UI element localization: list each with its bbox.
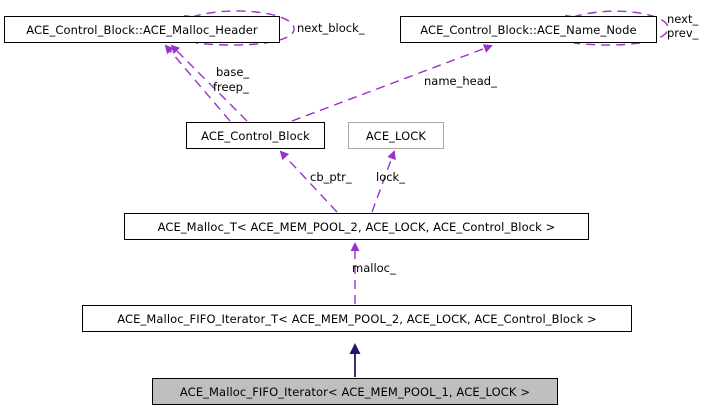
node-label: ACE_Control_Block::ACE_Malloc_Header xyxy=(26,22,258,37)
edge-label-prev: prev_ xyxy=(667,26,699,40)
edge-label-freep: freep_ xyxy=(213,80,249,94)
edge-malloc-header-self-loop xyxy=(183,10,295,46)
node-ace-name-node[interactable]: ACE_Control_Block::ACE_Name_Node xyxy=(400,16,657,43)
node-label: ACE_Control_Block::ACE_Name_Node xyxy=(420,22,637,37)
node-ace-malloc-header[interactable]: ACE_Control_Block::ACE_Malloc_Header xyxy=(4,16,280,43)
edge-base xyxy=(164,44,231,122)
node-label: ACE_Malloc_T< ACE_MEM_POOL_2, ACE_LOCK, … xyxy=(157,219,556,234)
edge-label-malloc: malloc_ xyxy=(352,261,396,275)
edge-freep xyxy=(170,44,248,122)
edge-name-head xyxy=(291,44,493,122)
edge-label-lock: lock_ xyxy=(376,170,405,184)
edge-label-next-block: next_block_ xyxy=(297,21,365,35)
node-ace-malloc-t[interactable]: ACE_Malloc_T< ACE_MEM_POOL_2, ACE_LOCK, … xyxy=(124,213,589,240)
node-ace-lock[interactable]: ACE_LOCK xyxy=(348,122,444,149)
node-label: ACE_Malloc_FIFO_Iterator_T< ACE_MEM_POOL… xyxy=(117,311,597,326)
edge-label-base: base_ xyxy=(216,65,250,79)
edge-name-node-self-loop xyxy=(564,10,669,46)
node-ace-control-block[interactable]: ACE_Control_Block xyxy=(186,122,325,149)
edge-label-cb-ptr: cb_ptr_ xyxy=(310,170,352,184)
node-ace-malloc-fifo-iterator[interactable]: ACE_Malloc_FIFO_Iterator< ACE_MEM_POOL_1… xyxy=(152,378,558,405)
edge-label-name-head: name_head_ xyxy=(424,74,497,88)
edge-lock xyxy=(371,150,396,213)
edge-cb-ptr xyxy=(279,150,338,213)
edge-label-next: next_ xyxy=(667,12,699,26)
node-label: ACE_Control_Block xyxy=(201,128,310,143)
node-label: ACE_LOCK xyxy=(365,128,427,143)
node-label: ACE_Malloc_FIFO_Iterator< ACE_MEM_POOL_1… xyxy=(179,384,531,399)
node-ace-malloc-fifo-iterator-t[interactable]: ACE_Malloc_FIFO_Iterator_T< ACE_MEM_POOL… xyxy=(82,305,632,332)
